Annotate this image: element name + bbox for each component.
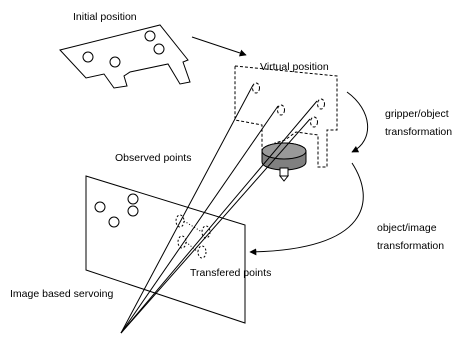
- initial-object: [59, 24, 191, 89]
- gripper-object-arrow: [346, 91, 368, 153]
- observed-point-markers: [94, 193, 139, 228]
- gripper-shaft: [279, 167, 289, 177]
- observed-point-3: [127, 205, 139, 217]
- virtual-hole-4: [310, 116, 318, 128]
- transfered-point-2: [201, 225, 211, 239]
- initial-hole-2: [109, 56, 121, 68]
- transfer-link-1: [183, 220, 203, 233]
- initial-object-outline: [59, 24, 191, 89]
- gripper: [261, 142, 307, 182]
- initial-to-virtual-arrow: [191, 36, 247, 57]
- observed-point-2: [108, 216, 120, 228]
- virtual-position-label: Virtual position: [260, 61, 329, 73]
- virtual-object-outline: [234, 65, 338, 168]
- gripper-object-label-line2: transformation: [385, 126, 452, 138]
- initial-hole-4: [153, 43, 165, 55]
- projection-ray-1: [120, 84, 254, 334]
- gripper-object-label-line1: gripper/object: [385, 108, 449, 120]
- projection-rays: [120, 84, 318, 334]
- gripper-tip: [278, 175, 290, 182]
- observed-points-label: Observed points: [115, 152, 191, 164]
- initial-hole-1: [82, 51, 94, 63]
- virtual-hole-3: [317, 98, 325, 110]
- transfered-point-4: [197, 245, 207, 259]
- virtual-hole-1: [252, 82, 260, 94]
- projection-ray-2: [120, 105, 279, 334]
- initial-position-label: Initial position: [73, 11, 137, 23]
- gripper-top: [261, 142, 307, 160]
- virtual-object: [234, 65, 338, 168]
- object-image-label-line2: transformation: [377, 240, 444, 252]
- transfered-points-label: Transfered points: [190, 267, 271, 279]
- image-based-servoing-label: Image based servoing: [10, 288, 113, 300]
- projection-ray-4: [120, 118, 311, 334]
- object-image-label-line1: object/image: [377, 222, 437, 234]
- observed-point-1: [94, 201, 106, 213]
- image-plane: [85, 175, 246, 324]
- projection-ray-3: [120, 100, 318, 334]
- observed-point-4: [127, 193, 139, 205]
- virtual-hole-2: [277, 104, 285, 116]
- transfered-point-3: [177, 235, 187, 249]
- object-image-arrow: [249, 162, 364, 256]
- transfer-dotted-links: [183, 220, 203, 253]
- initial-hole-3: [144, 30, 156, 42]
